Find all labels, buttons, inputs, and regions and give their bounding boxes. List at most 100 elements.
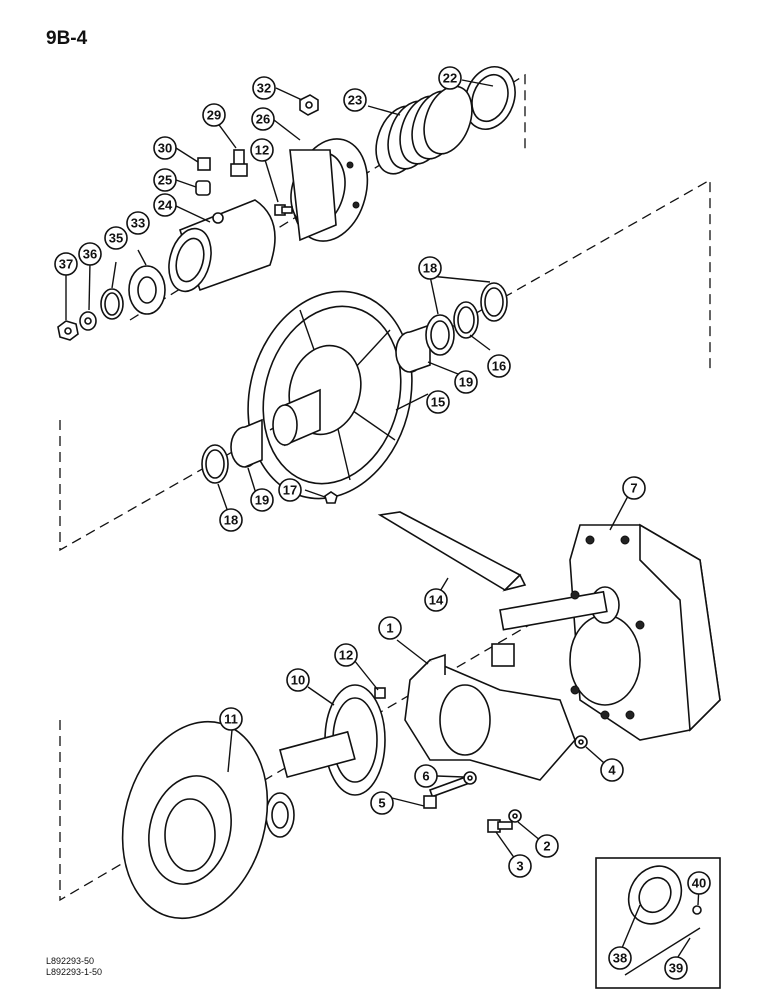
callout-7: 7 — [622, 476, 646, 500]
callout-3-label: 3 — [516, 859, 523, 874]
callout-37: 37 — [54, 252, 78, 276]
bolt-12-lower — [374, 687, 386, 699]
callout-12-upper: 12 — [250, 138, 274, 162]
callout-7-label: 7 — [630, 481, 637, 496]
callout-26-label: 26 — [256, 112, 270, 127]
sleeve-24 — [168, 199, 276, 293]
seal-18-far — [480, 282, 508, 322]
callout-14: 14 — [424, 588, 448, 612]
spring-23 — [375, 85, 473, 175]
callout-18-bottom-label: 18 — [224, 513, 238, 528]
callout-1-label: 1 — [386, 621, 393, 636]
callout-12-lower: 12 — [334, 643, 358, 667]
callout-32: 32 — [252, 76, 276, 100]
bolt-12-upper — [274, 204, 293, 216]
callout-23: 23 — [343, 88, 367, 112]
callout-12-upper-label: 12 — [255, 143, 269, 158]
reference-code: L892293-1-50 — [46, 967, 103, 977]
callout-39-label: 39 — [669, 961, 683, 976]
gearbox-7 — [491, 523, 721, 741]
callout-29-label: 29 — [207, 108, 221, 123]
callout-37-label: 37 — [59, 257, 73, 272]
snap-ring-35 — [100, 288, 124, 320]
callout-40: 40 — [687, 871, 711, 895]
callout-11-label: 11 — [224, 712, 238, 727]
callout-6-label: 6 — [422, 769, 429, 784]
callout-4-label: 4 — [608, 763, 616, 778]
callout-18-top-label: 18 — [423, 261, 437, 276]
callout-24: 24 — [153, 193, 177, 217]
nut-4 — [574, 735, 588, 749]
callout-4: 4 — [600, 758, 624, 782]
callout-3: 3 — [508, 854, 532, 878]
bushing-25 — [195, 180, 211, 196]
bearing-19-left — [230, 418, 263, 468]
callout-18-top: 18 — [418, 256, 442, 280]
screw-30 — [197, 157, 211, 171]
callout-10: 10 — [286, 668, 310, 692]
callout-17-label: 17 — [283, 483, 297, 498]
nut-37 — [57, 320, 79, 341]
callout-35: 35 — [104, 226, 128, 250]
seal-18-right — [425, 314, 455, 356]
callout-11: 11 — [219, 707, 243, 731]
callout-40-label: 40 — [692, 876, 706, 891]
upper-group-boundary — [129, 73, 526, 321]
disc-11 — [121, 720, 269, 920]
grease-fitting-17 — [324, 491, 338, 504]
callout-6: 6 — [414, 764, 438, 788]
callout-38: 38 — [608, 946, 632, 970]
bearing-19-right — [395, 323, 431, 373]
callout-17: 17 — [278, 478, 302, 502]
callout-26: 26 — [251, 107, 275, 131]
callout-19-right: 19 — [454, 370, 478, 394]
callout-39: 39 — [664, 956, 688, 980]
callout-30-label: 30 — [158, 141, 172, 156]
callout-16-label: 16 — [492, 359, 506, 374]
callout-16: 16 — [487, 354, 511, 378]
callout-1: 1 — [378, 616, 402, 640]
callout-35-label: 35 — [109, 231, 123, 246]
callout-22: 22 — [438, 66, 462, 90]
callout-38-label: 38 — [613, 951, 627, 966]
pin-29 — [230, 149, 248, 177]
page-title: 9B-4 — [46, 28, 88, 49]
reference-codes: L892293-50 L892293-1-50 — [46, 956, 102, 978]
bolt-3 — [487, 819, 513, 833]
callout-15: 15 — [426, 390, 450, 414]
callout-5: 5 — [370, 791, 394, 815]
belt-14 — [377, 511, 527, 592]
callout-30: 30 — [153, 136, 177, 160]
callout-5-label: 5 — [378, 796, 385, 811]
reference-code: L892293-50 — [46, 956, 95, 966]
callout-36: 36 — [78, 242, 102, 266]
seal-18-left — [201, 444, 229, 484]
bolt-5 — [423, 775, 472, 809]
bracket-1 — [404, 653, 576, 781]
callout-19-left: 19 — [250, 488, 274, 512]
callout-10-label: 10 — [291, 673, 305, 688]
callout-15-label: 15 — [431, 395, 445, 410]
callout-36-label: 36 — [83, 247, 97, 262]
callout-14-label: 14 — [429, 593, 444, 608]
washer-36 — [79, 311, 97, 331]
callout-25-label: 25 — [158, 173, 172, 188]
callout-2: 2 — [535, 834, 559, 858]
washer-6 — [463, 771, 477, 785]
hub-33 — [128, 265, 166, 315]
callout-33-label: 33 — [131, 216, 145, 231]
callout-2-label: 2 — [543, 839, 550, 854]
callout-32-label: 32 — [257, 81, 271, 96]
pulley-15 — [247, 290, 413, 500]
callout-23-label: 23 — [348, 93, 362, 108]
callout-33: 33 — [126, 211, 150, 235]
shaft-flange-10 — [265, 684, 386, 838]
callout-18-bottom: 18 — [219, 508, 243, 532]
callout-29: 29 — [202, 103, 226, 127]
ring-16 — [453, 301, 479, 339]
nut-32 — [299, 94, 319, 116]
nut-2 — [508, 809, 522, 823]
callout-24-label: 24 — [158, 198, 173, 213]
callout-19-left-label: 19 — [255, 493, 269, 508]
